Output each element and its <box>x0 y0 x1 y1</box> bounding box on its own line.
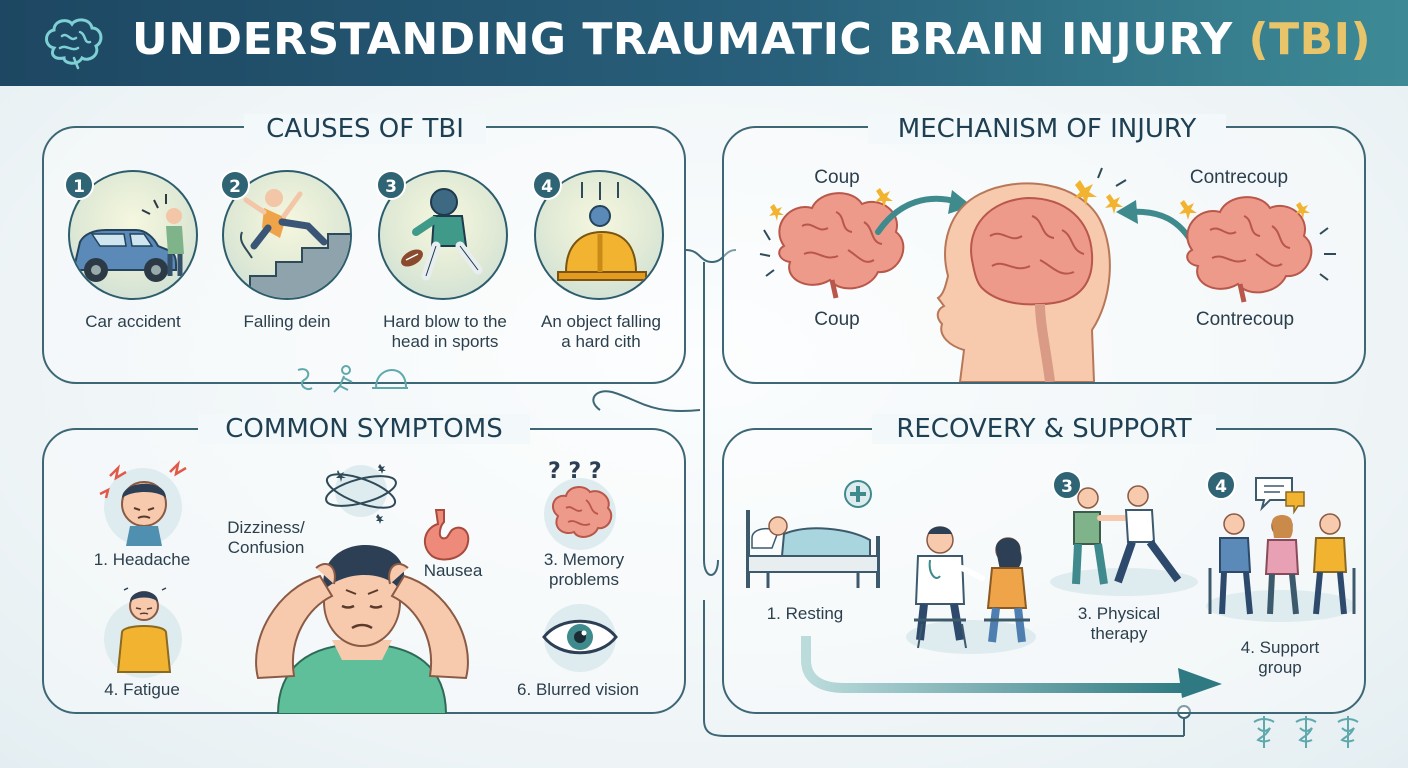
support-group-icon <box>1208 477 1356 615</box>
physical-therapy-icon <box>1072 485 1182 585</box>
eye-icon <box>542 619 618 655</box>
cause-number-4: 4 <box>532 170 562 200</box>
support-bg <box>1206 590 1356 622</box>
causes-footer-icons <box>297 365 408 393</box>
headache-label: 1. Headache <box>93 550 191 569</box>
support-number: 4 <box>1206 470 1236 500</box>
page-title-main: UNDERSTANDING TRAUMATIC BRAIN INJURY <box>132 14 1249 65</box>
recovery-progress-arrow <box>801 636 1222 698</box>
cause-label-1: Car accident <box>85 312 181 331</box>
cause-label-2: Falling dein <box>243 312 331 331</box>
fatigue-label: 4. Fatigue <box>104 680 180 699</box>
svg-text:? ? ?: ? ? ? <box>548 459 602 484</box>
football-player-icon <box>401 188 483 281</box>
headache-icon <box>99 460 187 546</box>
fatigue-icon <box>116 587 172 673</box>
brain-logo-icon <box>45 18 103 70</box>
header-banner: UNDERSTANDING TRAUMATIC BRAIN INJURY (TB… <box>0 0 1408 86</box>
cause-number-2: 2 <box>220 170 250 200</box>
hard-hat-icon <box>557 182 647 281</box>
contrecoup-label-bottom: Contrecoup <box>1195 309 1295 330</box>
blurred-vision-label: 6. Blurred vision <box>517 680 639 699</box>
caduceus-icons <box>1253 716 1359 748</box>
page-title: UNDERSTANDING TRAUMATIC BRAIN INJURY (TB… <box>132 14 1371 65</box>
page-title-accent: (TBI) <box>1248 14 1372 65</box>
recovery-title: RECOVERY & SUPPORT <box>872 414 1216 444</box>
car-accident-icon <box>73 194 184 282</box>
resting-bed-icon <box>746 480 880 588</box>
cause-number-1: 1 <box>64 170 94 200</box>
person-holding-head-icon <box>255 544 469 714</box>
contrecoup-brain-icon <box>1186 196 1313 303</box>
dizziness-label: Dizziness/Confusion <box>227 518 305 557</box>
physical-number: 3 <box>1052 470 1082 500</box>
contrecoup-label-top: Contrecoup <box>1189 167 1289 188</box>
symptoms-title: COMMON SYMPTOMS <box>198 414 530 444</box>
dizziness-orbit-icon <box>325 464 397 524</box>
causes-title: CAUSES OF TBI <box>244 114 486 144</box>
mechanism-illustration <box>759 167 1336 382</box>
doctor-consultation-icon <box>914 526 1030 649</box>
coup-brain-icon <box>778 192 905 299</box>
cause-falling-circle <box>222 170 352 300</box>
resting-label: 1. Resting <box>766 604 844 623</box>
stomach-icon <box>423 509 470 561</box>
coup-label-bottom: Coup <box>814 309 860 330</box>
memory-brain-icon: ? ? ? <box>548 459 613 538</box>
doctor-bg <box>906 620 1036 654</box>
coup-label-top: Coup <box>814 167 860 188</box>
nausea-label: Nausea <box>423 561 483 580</box>
cause-number-3: 3 <box>376 170 406 200</box>
mechanism-title: MECHANISM OF INJURY <box>868 114 1226 144</box>
